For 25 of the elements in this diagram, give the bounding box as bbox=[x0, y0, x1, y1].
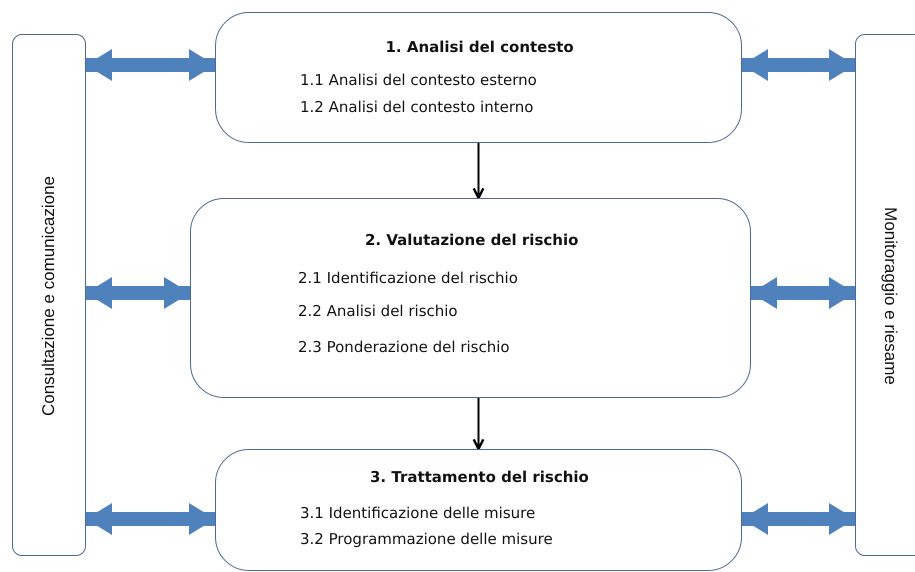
step-item: 2.1 Identificazione del rischio bbox=[298, 269, 518, 287]
side-panel bbox=[855, 34, 915, 556]
double-arrow bbox=[86, 52, 215, 78]
panel-label: Monitoraggio e riesame bbox=[880, 207, 900, 385]
step-item: 2.2 Analisi del rischio bbox=[298, 302, 458, 320]
double-arrow bbox=[86, 280, 190, 306]
step-item: 1.1 Analisi del contesto esterno bbox=[300, 71, 537, 89]
step-heading: 2. Valutazione del rischio bbox=[365, 231, 578, 249]
process-box bbox=[190, 198, 751, 398]
double-arrow bbox=[742, 506, 855, 532]
step-item: 3.1 Identificazione delle misure bbox=[300, 504, 536, 522]
double-arrow bbox=[742, 52, 855, 78]
double-arrow bbox=[86, 506, 215, 532]
step-item: 3.2 Programmazione delle misure bbox=[300, 530, 553, 548]
step-item: 1.2 Analisi del contesto interno bbox=[300, 98, 534, 116]
double-arrow bbox=[751, 280, 855, 306]
step-item: 2.3 Ponderazione del rischio bbox=[298, 338, 510, 356]
panel-label: Consultazione e comunicazione bbox=[39, 176, 60, 416]
arrow bbox=[472, 143, 484, 200]
side-panel bbox=[12, 34, 86, 556]
arrow bbox=[472, 398, 484, 450]
step-heading: 1. Analisi del contesto bbox=[386, 38, 574, 56]
step-heading: 3. Trattamento del rischio bbox=[370, 468, 589, 486]
process-box bbox=[215, 12, 742, 143]
process-box bbox=[215, 449, 742, 571]
